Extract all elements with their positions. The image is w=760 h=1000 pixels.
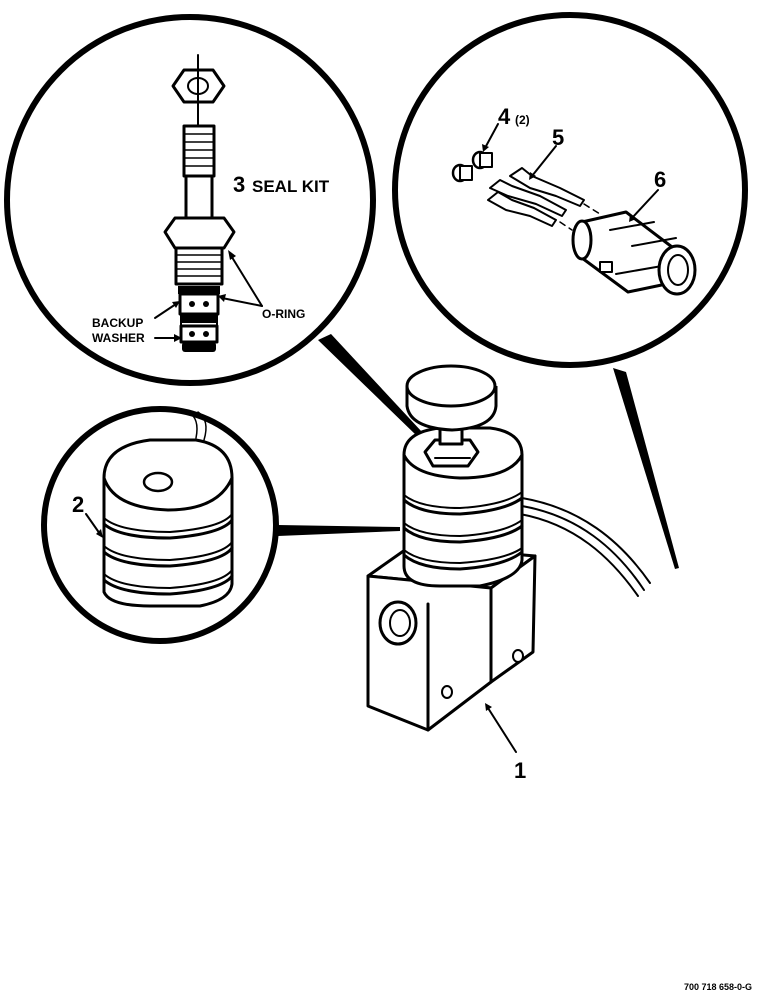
- o-ring-label: O-RING: [262, 307, 305, 321]
- connector-icon: [571, 210, 697, 296]
- callout-4: 4: [498, 104, 511, 129]
- backup-label: BACKUP: [92, 316, 143, 330]
- callout-4-qty: (2): [515, 113, 530, 127]
- detail-pointers: [278, 334, 679, 569]
- callout-1: 1: [514, 758, 526, 783]
- solenoid-valve-icon: [366, 364, 651, 732]
- drawing-number: 700 718 658-0-G: [684, 982, 752, 992]
- terminal-icon: [451, 150, 601, 231]
- coil-icon: [102, 411, 234, 608]
- callout-2: 2: [72, 492, 84, 517]
- detail-circle-cartridge: [4, 14, 376, 386]
- callout-6: 6: [654, 167, 666, 192]
- seal-kit-label: SEAL KIT: [252, 177, 330, 196]
- washer-label: WASHER: [92, 331, 145, 345]
- seal-icon: [154, 250, 263, 342]
- cartridge-icon: [163, 54, 236, 352]
- detail-circle-coil: [41, 406, 279, 644]
- callout-5: 5: [552, 125, 564, 150]
- callout-3: 3: [233, 172, 245, 197]
- detail-circle-connector: [392, 12, 748, 368]
